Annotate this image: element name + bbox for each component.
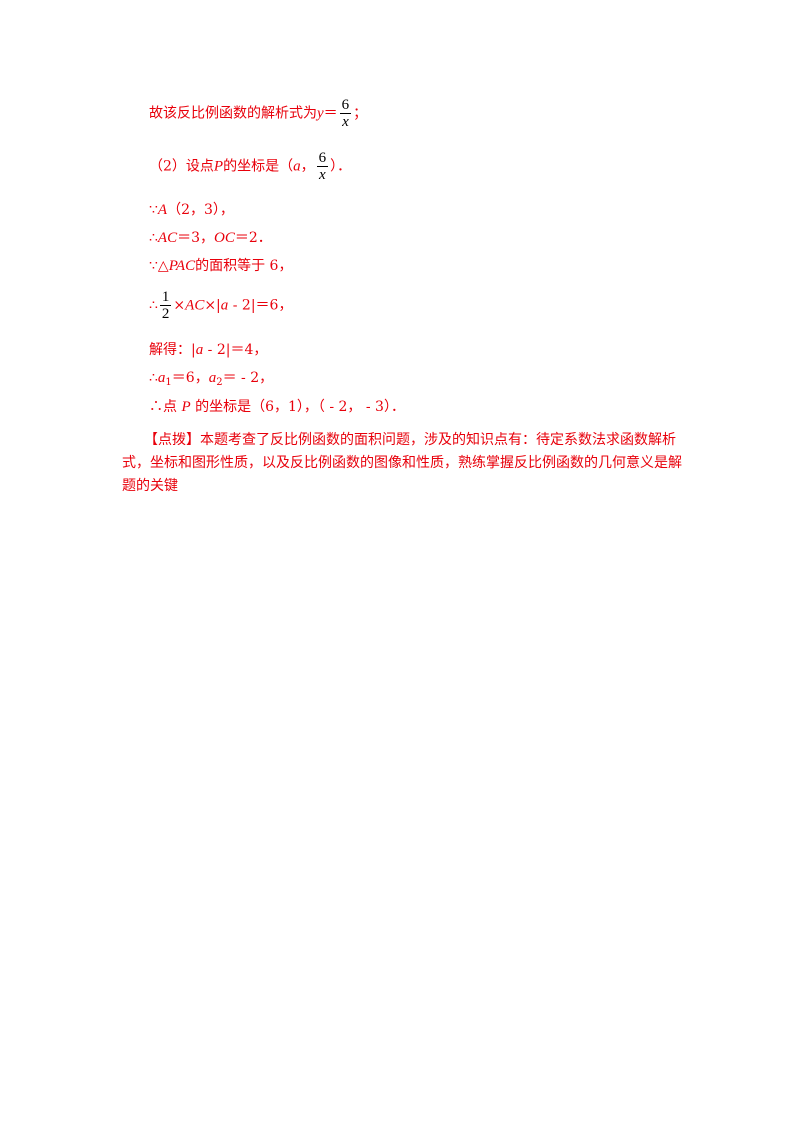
- point-a: A: [157, 202, 168, 218]
- text: ×|: [204, 297, 221, 314]
- numerator: 6: [341, 97, 350, 113]
- numerator: 6: [318, 150, 327, 166]
- subscript: 2: [216, 377, 223, 388]
- seg-ac: AC: [185, 297, 205, 314]
- text: 的坐标是（: [223, 158, 294, 175]
- text: ＝2．: [234, 230, 272, 246]
- solution-line-4: ∴AC＝3，OC＝2．: [149, 229, 272, 247]
- var-a: a: [293, 158, 301, 175]
- denominator: 2: [161, 306, 170, 322]
- text: ＝6，: [171, 370, 209, 386]
- therefore-symbol: ∴: [149, 370, 158, 386]
- numerator: 1: [161, 289, 170, 305]
- solution-line-5: ∵△PAC的面积等于 6，: [149, 257, 292, 275]
- coords: （2，3），: [167, 202, 234, 218]
- var-p: P: [181, 399, 191, 415]
- solution-line-7: 解得：|a - 2|＝4，: [149, 341, 267, 359]
- punct: ；: [353, 105, 368, 122]
- solution-line-9: ∴点 P 的坐标是（6，1），（ - 2， - 3）．: [149, 398, 405, 416]
- var-a: a: [195, 342, 204, 358]
- subscript: 1: [165, 377, 172, 388]
- text: 的面积等于 6，: [195, 258, 293, 274]
- text: ∴点: [149, 399, 182, 415]
- equals: ＝: [323, 105, 338, 122]
- times: ×: [173, 297, 186, 314]
- text: 的坐标是（6，1），（ - 2， - 3）．: [190, 399, 405, 415]
- because-triangle: ∵△: [149, 258, 169, 274]
- text: （2）设点: [149, 158, 214, 175]
- therefore-symbol: ∴: [149, 297, 158, 314]
- text: ＝ - 2，: [222, 370, 274, 386]
- comma: ，: [300, 158, 315, 175]
- text: 解得：|: [149, 342, 196, 358]
- denominator: x: [342, 114, 349, 130]
- solution-line-8: ∴a1＝6，a2＝ - 2，: [149, 369, 273, 392]
- seg-oc: OC: [214, 230, 235, 246]
- text: 故该反比例函数的解析式为: [149, 105, 317, 122]
- var-y: y: [317, 105, 324, 122]
- text: - 2|＝6，: [228, 297, 293, 314]
- comment-text: 【点拨】本题考查了反比例函数的面积问题，涉及的知识点有：待定系数法求函数解析式，…: [122, 432, 682, 494]
- solution-line-3: ∵A（2，3），: [149, 201, 234, 219]
- seg-ac: AC: [157, 230, 178, 246]
- triangle-pac: PAC: [168, 258, 196, 274]
- var-a2: a: [208, 370, 217, 386]
- comment-paragraph: 【点拨】本题考查了反比例函数的面积问题，涉及的知识点有：待定系数法求函数解析式，…: [122, 429, 682, 498]
- var-a1: a: [157, 370, 166, 386]
- therefore-symbol: ∴: [149, 230, 158, 246]
- denominator: x: [319, 167, 326, 183]
- var-p: P: [213, 158, 224, 175]
- text: ＝3，: [177, 230, 215, 246]
- because-symbol: ∵: [149, 202, 158, 218]
- var-a: a: [220, 297, 229, 314]
- text: - 2|＝4，: [203, 342, 268, 358]
- punct: ）．: [330, 158, 352, 175]
